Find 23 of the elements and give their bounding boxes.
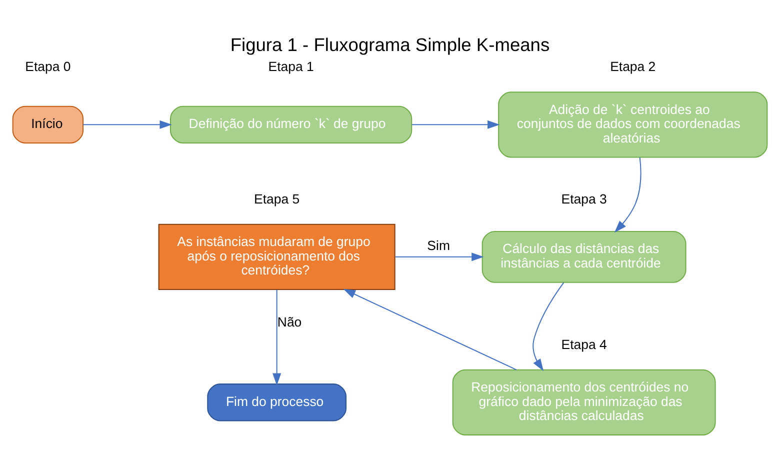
edge-label: Não [277,314,302,329]
node-box: Cálculo das distâncias das instâncias a cada centróide [482,230,686,282]
node-label: Etapa 1 [268,58,314,74]
node-label: Etapa 0 [25,58,71,74]
node-box: As instâncias mudaram de grupo após o reposicionamento dos centróides? [158,223,396,290]
edge-label: Sim [427,238,450,253]
diagram-title: Figura 1 - Fluxograma Simple K-means [230,33,550,54]
arrow [614,156,642,232]
node-label: Etapa 3 [561,190,607,206]
node-box: Início [12,105,84,143]
arrow [532,282,564,371]
node-label: Etapa 4 [561,336,607,352]
arrow [395,252,484,261]
arrow [343,288,517,370]
node-label: Etapa 5 [254,190,300,206]
arrow [83,120,172,128]
node-label: Etapa 2 [610,58,656,74]
node-box: Fim do processo [207,383,346,421]
arrow [272,289,282,386]
node-box: Definição do número `k` de grupo [170,105,412,143]
node-box: Reposicionamento dos centróides no gráfico dado pela minimização das distâncias calculadas [452,368,716,435]
arrow [412,120,500,128]
node-box: Adição de `k` centroides ao conjuntos de dados com coordenadas aleatórias [498,91,768,158]
